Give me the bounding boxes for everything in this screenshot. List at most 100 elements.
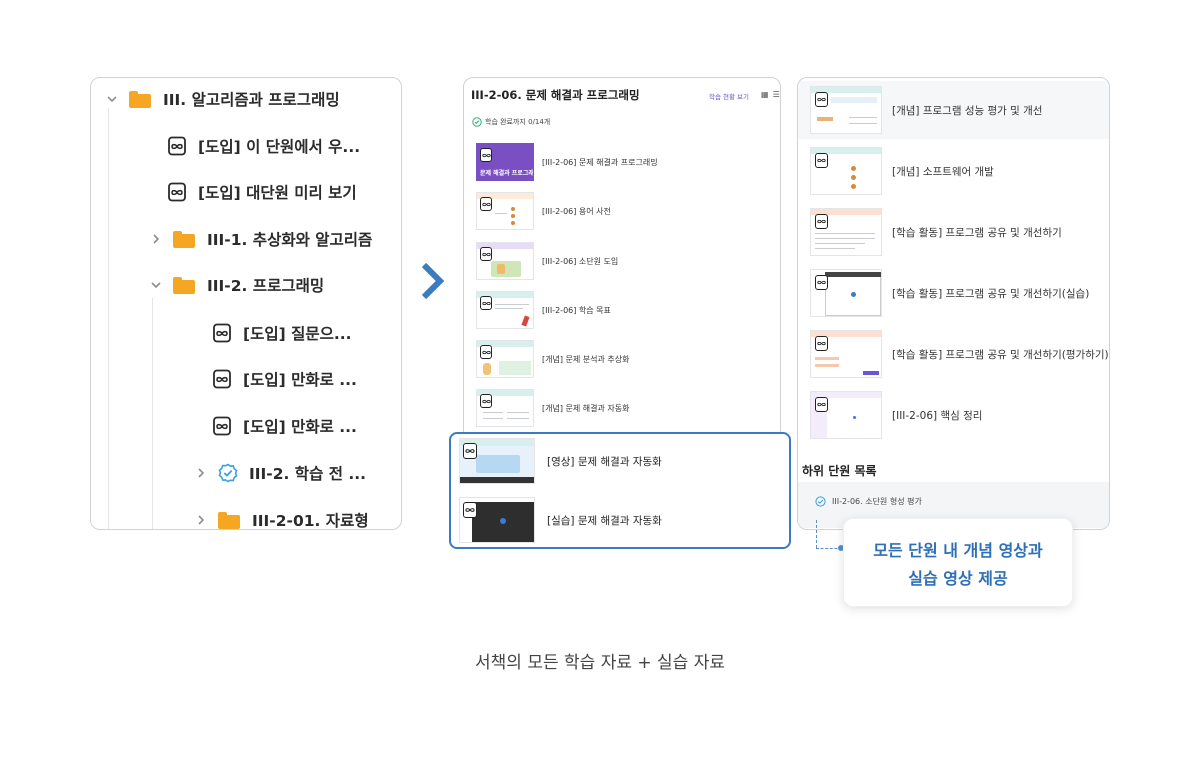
chevron-right-icon[interactable] <box>194 513 208 527</box>
tree-item-comic-1[interactable]: [도입] 만화로 ... <box>212 364 357 394</box>
lesson-item[interactable]: [개념] 소프트웨어 개발 <box>798 142 1109 200</box>
tree-guide-line <box>108 108 109 529</box>
document-icon <box>463 502 477 518</box>
panel-title: III-2-06. 문제 해결과 프로그래밍 <box>471 88 640 102</box>
lesson-label: [실습] 문제 해결과 자동화 <box>547 514 662 527</box>
document-icon <box>480 197 492 211</box>
document-icon <box>213 369 231 389</box>
folder-icon <box>173 230 195 248</box>
document-icon <box>480 394 492 408</box>
lesson-item[interactable]: [학습 활동] 프로그램 공유 및 개선하기(평가하기) <box>798 325 1109 383</box>
tree-item-label: III-2. 프로그래밍 <box>207 277 325 295</box>
lesson-item[interactable]: [III-2-06] 학습 목표 <box>476 290 766 330</box>
lesson-thumbnail <box>810 330 882 378</box>
chevron-right-icon[interactable] <box>194 466 208 480</box>
sub-unit-item[interactable]: III-2-06. 소단원 형성 평가 <box>815 496 922 507</box>
callout-connector <box>816 520 817 548</box>
document-icon <box>815 214 828 229</box>
document-icon <box>213 416 231 436</box>
tree-item-3-2[interactable]: III-2. 프로그래밍 <box>149 270 324 300</box>
status-link[interactable]: 학습 현황 보기 <box>709 93 750 101</box>
chevron-right-icon[interactable] <box>149 232 163 246</box>
tree-item-question[interactable]: [도입] 질문으... <box>212 318 352 348</box>
tree-item-intro-unit[interactable]: [도입] 이 단원에서 우... <box>167 131 360 161</box>
video-lesson-item[interactable]: [영상] 문제 해결과 자동화 <box>459 437 779 485</box>
progress-status: 학습 완료까지 0/14개 <box>472 117 550 127</box>
thumbnail-title: 문제 해결과 프로그래밍 <box>480 170 534 177</box>
lesson-thumbnail <box>476 291 534 329</box>
lesson-thumbnail <box>476 389 534 427</box>
document-icon <box>815 275 828 290</box>
unit-tree-panel: III. 알고리즘과 프로그래밍 [도입] 이 단원에서 우... [도입] 대… <box>90 77 402 530</box>
figure-caption: 서책의 모든 학습 자료 + 실습 자료 <box>475 653 725 673</box>
grid-view-icon[interactable]: ▦ <box>761 90 769 99</box>
folder-icon <box>173 276 195 294</box>
callout-connector-dot <box>838 545 844 551</box>
section-title: 하위 단원 목록 <box>802 464 877 478</box>
lesson-label: [III-2-06] 학습 목표 <box>542 305 611 315</box>
chevron-down-icon[interactable] <box>105 92 119 106</box>
lesson-thumbnail <box>476 192 534 230</box>
tree-item-label: [도입] 질문으... <box>243 325 352 343</box>
tree-item-label: [도입] 만화로 ... <box>243 371 357 389</box>
lesson-item[interactable]: [III-2-06] 핵심 정리 <box>798 386 1109 444</box>
tree-item-label: III. 알고리즘과 프로그래밍 <box>163 91 340 109</box>
progress-text: 학습 완료까지 0/14개 <box>485 118 551 126</box>
lesson-thumbnail <box>476 242 534 280</box>
tree-item-unit-3[interactable]: III. 알고리즘과 프로그래밍 <box>105 84 340 114</box>
practice-thumbnail <box>459 497 535 543</box>
document-icon <box>168 136 186 156</box>
document-icon <box>480 148 492 162</box>
lesson-item[interactable]: [III-2-06] 소단원 도입 <box>476 241 766 281</box>
document-icon <box>213 323 231 343</box>
callout-line-2: 실습 영상 제공 <box>908 568 1008 588</box>
document-icon <box>480 345 492 359</box>
lesson-thumbnail <box>476 340 534 378</box>
document-icon <box>815 153 828 168</box>
tree-item-3-2-01[interactable]: III-2-01. 자료형 <box>194 505 369 529</box>
chevron-down-icon[interactable] <box>149 278 163 292</box>
lesson-item[interactable]: [III-2-06] 용어 사전 <box>476 191 766 231</box>
tree-item-3-1[interactable]: III-1. 추상화와 알고리즘 <box>149 224 372 254</box>
check-circle-icon <box>815 496 826 507</box>
document-icon <box>815 92 828 107</box>
lesson-label: [영상] 문제 해결과 자동화 <box>547 455 662 468</box>
lesson-thumbnail: 문제 해결과 프로그래밍 <box>476 143 534 181</box>
tree-item-pre-test[interactable]: III-2. 학습 전 ... <box>194 458 366 488</box>
tree-item-label: III-1. 추상화와 알고리즘 <box>207 231 373 249</box>
lesson-thumbnail <box>810 86 882 134</box>
lesson-thumbnail <box>810 269 882 317</box>
lesson-label: [III-2-06] 소단원 도입 <box>542 256 619 266</box>
practice-lesson-item[interactable]: [실습] 문제 해결과 자동화 <box>459 496 779 544</box>
lesson-label: [개념] 문제 분석과 추상화 <box>542 354 630 364</box>
lesson-label: [III-2-06] 용어 사전 <box>542 206 611 216</box>
tree-item-unit-preview[interactable]: [도입] 대단원 미리 보기 <box>167 177 357 207</box>
document-icon <box>168 182 186 202</box>
callout-line-1: 모든 단원 내 개념 영상과 <box>873 540 1043 560</box>
lesson-item[interactable]: [개념] 문제 분석과 추상화 <box>476 339 766 379</box>
video-thumbnail <box>459 438 535 484</box>
tree-item-comic-2[interactable]: [도입] 만화로 ... <box>212 411 357 441</box>
tree-item-label: [도입] 만화로 ... <box>243 418 357 436</box>
lesson-item[interactable]: 문제 해결과 프로그래밍 [III-2-06] 문제 해결과 프로그래밍 <box>476 142 766 182</box>
lesson-item[interactable]: [개념] 문제 해결과 자동화 <box>476 388 766 428</box>
lesson-label: [III-2-06] 핵심 정리 <box>892 409 983 422</box>
tree-guide-line <box>152 298 153 529</box>
lesson-label: [개념] 프로그램 성능 평가 및 개선 <box>892 104 1043 117</box>
tree-item-label: III-2. 학습 전 ... <box>249 465 367 483</box>
lesson-item[interactable]: [학습 활동] 프로그램 공유 및 개선하기(실습) <box>798 264 1109 322</box>
lesson-list-panel-continued: [개념] 프로그램 성능 평가 및 개선 [개념] 소프트웨어 개발 [학습 활… <box>797 77 1110 530</box>
callout-connector <box>816 548 842 549</box>
lesson-label: [개념] 소프트웨어 개발 <box>892 165 994 178</box>
lesson-label: [학습 활동] 프로그램 공유 및 개선하기 <box>892 226 1062 239</box>
lesson-item[interactable]: [학습 활동] 프로그램 공유 및 개선하기 <box>798 203 1109 261</box>
document-icon <box>463 443 477 459</box>
list-view-icon[interactable]: ☰ <box>772 90 780 99</box>
lesson-label: [학습 활동] 프로그램 공유 및 개선하기(실습) <box>892 287 1090 300</box>
lesson-item[interactable]: [개념] 프로그램 성능 평가 및 개선 <box>798 81 1109 139</box>
lesson-thumbnail <box>810 391 882 439</box>
view-toggle: ▦ ☰ <box>761 91 780 99</box>
chevron-right-icon <box>421 262 445 300</box>
document-icon <box>480 247 492 261</box>
document-icon <box>815 397 828 412</box>
